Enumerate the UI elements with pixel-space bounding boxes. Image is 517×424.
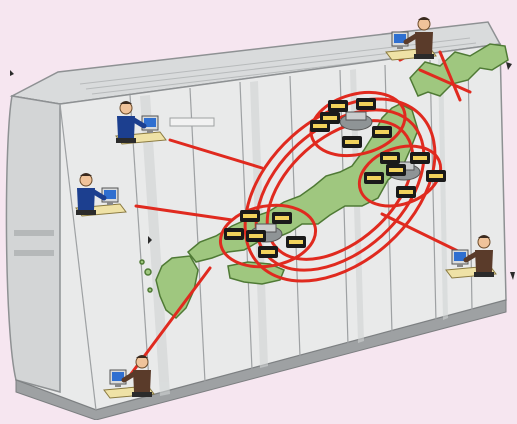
person-icon <box>116 101 147 143</box>
link-to-user-top-right <box>418 68 472 94</box>
server-box <box>342 136 362 148</box>
workstation-upper-left <box>115 101 167 145</box>
server-box <box>372 126 392 138</box>
server-box <box>380 152 400 164</box>
link-to-user-upper-left <box>168 138 264 170</box>
link-to-user-right <box>380 212 470 258</box>
server-box <box>426 170 446 182</box>
cabinet-badge <box>169 117 215 127</box>
workstations <box>75 17 497 399</box>
server-box <box>272 212 292 224</box>
map-kyushu <box>155 255 199 320</box>
server-box <box>258 246 278 258</box>
server-box <box>386 164 406 176</box>
server-cluster <box>310 98 392 148</box>
decorative-marks <box>10 62 515 280</box>
workstation-bottom-left <box>103 355 155 399</box>
server-box <box>356 98 376 110</box>
workstation-mid-left <box>75 173 127 217</box>
person-icon <box>76 173 107 215</box>
link-to-user-mid-left <box>134 204 234 222</box>
person-icon <box>463 235 494 277</box>
cabinet-left-vent <box>14 230 54 236</box>
server-box <box>396 186 416 198</box>
person-icon <box>403 17 434 59</box>
map-hokkaido <box>409 43 509 97</box>
server-box <box>286 236 306 248</box>
cabinet-left-end <box>5 95 61 393</box>
link-ring-outer <box>243 97 437 283</box>
network-links <box>126 42 472 380</box>
server-box <box>364 172 384 184</box>
server-cluster <box>364 152 446 198</box>
server-box <box>328 100 348 112</box>
cabinet-panel-seams <box>59 54 473 411</box>
server-box <box>320 112 340 124</box>
server-box <box>224 228 244 240</box>
workstation-right <box>445 235 497 279</box>
person-icon <box>121 355 152 397</box>
server-box <box>246 230 266 242</box>
server-clusters <box>224 98 446 258</box>
server-cluster <box>224 210 306 258</box>
server-box <box>410 152 430 164</box>
server-box <box>240 210 260 222</box>
workstation-top-right <box>385 17 437 61</box>
